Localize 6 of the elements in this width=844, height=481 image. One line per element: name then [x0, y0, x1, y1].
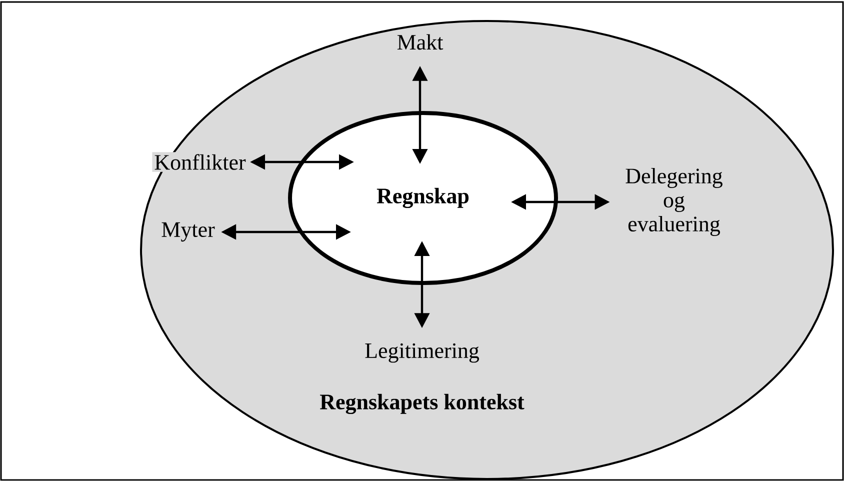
factor-label: Konflikter: [152, 152, 248, 172]
factor-label: Legitimering: [362, 341, 482, 365]
factor-label: Makt: [394, 32, 446, 52]
factor-label: Delegering og evaluering: [616, 166, 732, 238]
context-label: Regnskapets kontekst: [320, 394, 524, 414]
factor-label: Myter: [159, 220, 217, 244]
